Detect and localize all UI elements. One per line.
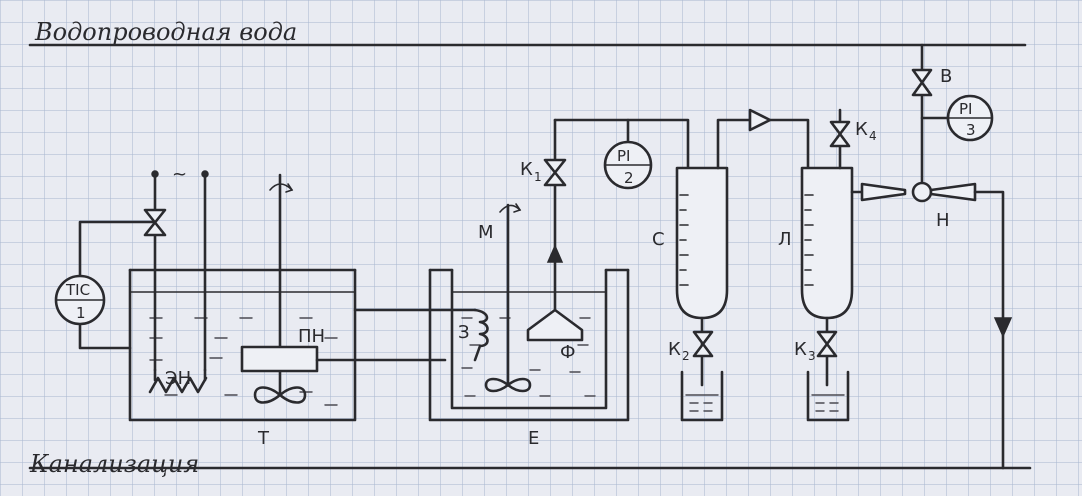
- valve-k4-label: К: [855, 119, 868, 140]
- flow-arrow-up-icon: [546, 244, 564, 263]
- heater-label: ЭН: [165, 368, 191, 389]
- pump-outlet-nozzle-icon: [929, 182, 977, 202]
- valve-k4-subscript: 4: [869, 129, 877, 143]
- valve-k3-subscript: 3: [808, 349, 816, 363]
- water-jet-pump-group: В PI 3 Н: [850, 43, 1013, 470]
- valve-heater-icon: [143, 208, 167, 237]
- beaker-c: [680, 370, 724, 422]
- valve-k2-subscript: 2: [682, 349, 690, 363]
- column-l: Л: [778, 108, 854, 387]
- vessel-mixer: М: [478, 203, 532, 393]
- valve-k2-label: К: [668, 339, 681, 360]
- pi-3-number: 3: [966, 121, 976, 139]
- column-l-label: Л: [778, 229, 792, 250]
- pi-3-code: PI: [959, 100, 972, 118]
- pi-2-number: 2: [624, 169, 634, 187]
- valve-k1: К 1: [520, 158, 567, 187]
- valve-k3: К 3: [794, 330, 838, 363]
- tic-1-number: 1: [76, 304, 86, 322]
- vessel-label: Е: [528, 428, 539, 449]
- valve-k4: К 4: [829, 119, 877, 148]
- water-supply-label: Водопроводная вода: [34, 18, 297, 46]
- funnel-label: Ф: [560, 342, 576, 363]
- mixer-motor-label: М: [478, 222, 494, 243]
- temperature-controller-loop: TIC 1: [54, 208, 167, 350]
- pump-inlet-nozzle-icon: [860, 182, 907, 202]
- valve-b: В: [911, 66, 952, 97]
- flow-arrow-down-icon: [993, 317, 1013, 338]
- pi-2-instrument-group: PI 2: [603, 118, 653, 190]
- column-c-label: С: [652, 229, 665, 250]
- ac-symbol: ~: [172, 164, 187, 185]
- semiconductor-heater: ПН: [240, 326, 447, 373]
- electric-heater: ~ ЭН: [148, 164, 209, 394]
- semiconductor-heater-label: ПН: [298, 326, 325, 347]
- tank-label: Т: [257, 428, 270, 449]
- beaker-l: [806, 370, 850, 422]
- pi-2-code: PI: [617, 147, 630, 165]
- heat-exchange-coil: З: [458, 308, 489, 362]
- valve-b-label: В: [940, 66, 952, 87]
- valve-k3-label: К: [794, 339, 807, 360]
- valve-k2: К 2: [668, 330, 714, 363]
- funnel: Ф: [526, 118, 584, 363]
- pump-body-icon: [911, 181, 933, 203]
- sewer-label: Канализация: [29, 450, 199, 478]
- flow-arrow-right-icon: [748, 108, 772, 132]
- pump-label: Н: [936, 210, 950, 231]
- valve-k1-label: К: [520, 159, 533, 180]
- top-transfer-pipe: [553, 118, 690, 170]
- vessel: Е: [428, 268, 630, 449]
- valve-k1-subscript: 1: [534, 170, 542, 184]
- coil-label: З: [458, 322, 470, 343]
- tic-1-code: TIC: [65, 281, 90, 299]
